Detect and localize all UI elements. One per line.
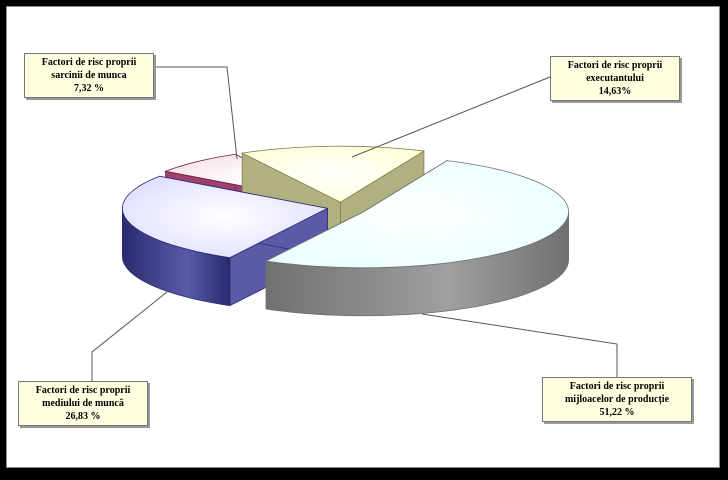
label-line: mediului de muncă [42,398,124,409]
pie-chart [91,66,618,381]
label-line: mijloacelor de producție [564,394,670,405]
slice-top [264,160,570,269]
label-sarcinii: Factori de risc proprii sarcinii de munc… [24,53,154,98]
label-line: sarcinii de munca [51,70,127,81]
label-value: 26,83 % [65,411,101,422]
label-mijloacelor: Factori de risc proprii mijloacelor de p… [542,377,692,422]
label-mediului: Factori de risc proprii mediului de munc… [18,381,148,426]
slice-top [240,145,426,203]
leader-line [421,313,618,377]
leader-line [147,66,238,160]
label-line: Factori de risc proprii [41,57,137,68]
plot-area: Factori de risc proprii sarcinii de munc… [6,6,720,468]
label-value: 14,63% [598,86,632,97]
label-value: 7,32 % [74,83,104,94]
leader-line [351,76,551,158]
label-value: 51,22 % [599,407,635,418]
label-line: Factori de risc proprii [569,381,665,392]
label-line: executantului [586,73,644,84]
label-line: Factori de risc proprii [567,60,663,71]
label-executantului: Factori de risc proprii executantului 14… [550,56,680,101]
leader-line [91,291,168,381]
slice-top [121,175,329,259]
label-line: Factori de risc proprii [35,385,131,396]
